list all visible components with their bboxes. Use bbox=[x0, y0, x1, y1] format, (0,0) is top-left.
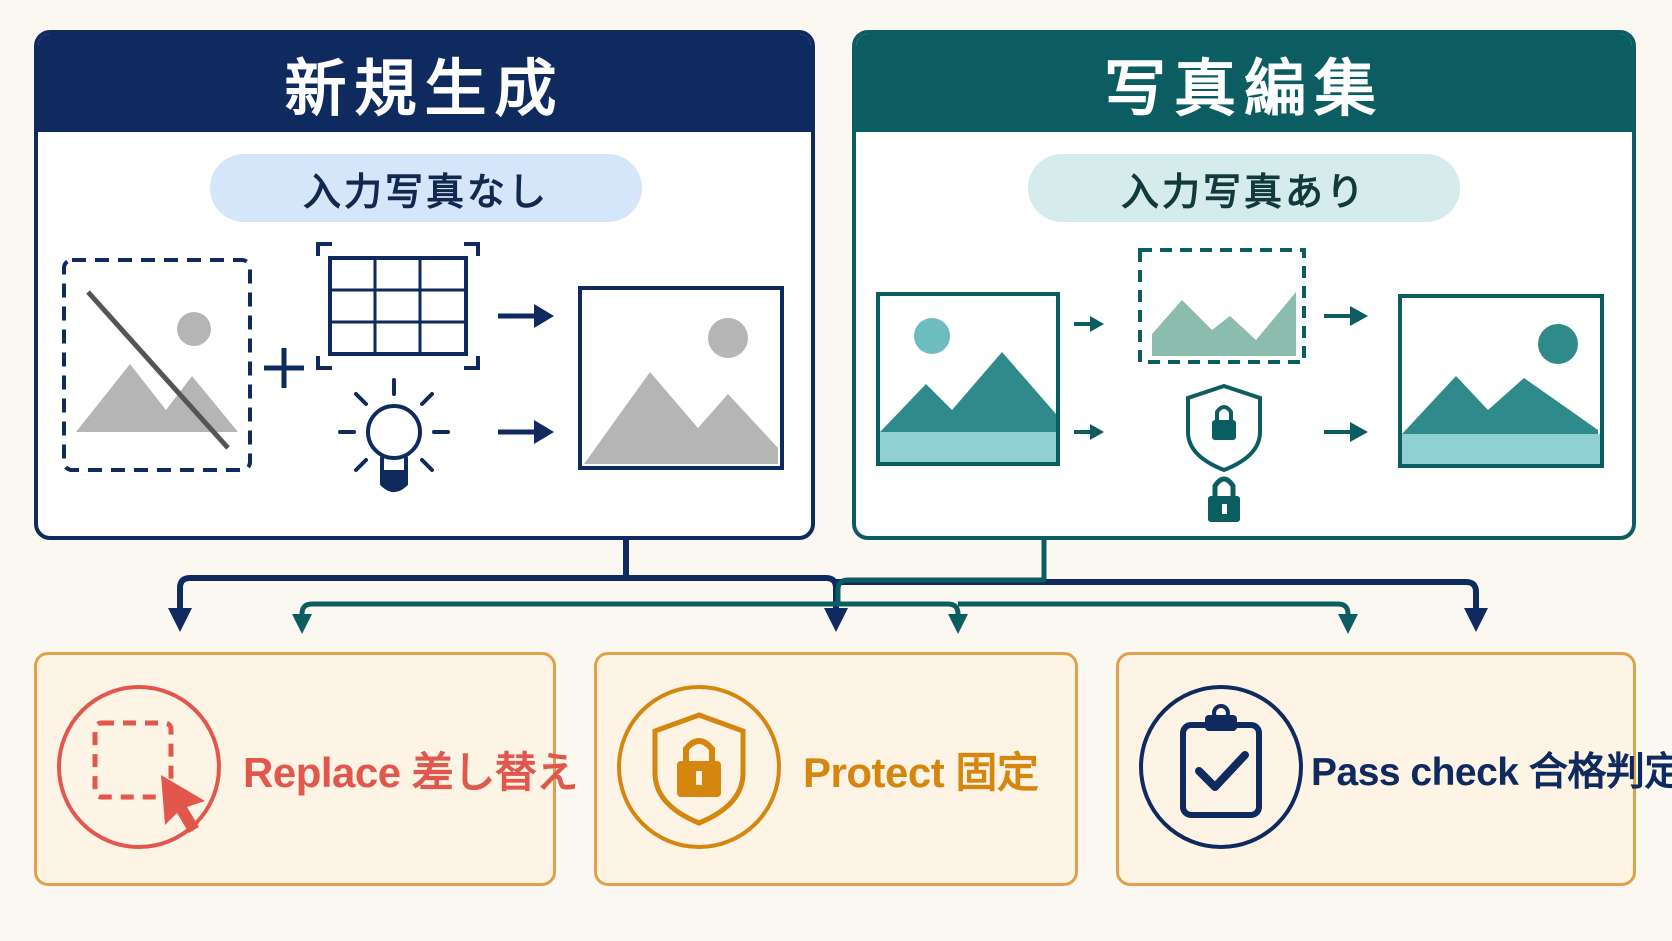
protect-label: Protect 固定 bbox=[803, 748, 1039, 796]
image-input-icon bbox=[876, 292, 1060, 466]
pass-check-label: Pass check 合格判定 bbox=[1311, 751, 1672, 794]
flow-arrows bbox=[498, 304, 554, 444]
no-input-photo-badge: 入力写真なし bbox=[210, 154, 642, 222]
no-image-icon bbox=[62, 258, 252, 472]
new-generation-panel: 新規生成 入力写真なし bbox=[34, 30, 815, 540]
photo-edit-title: 写真編集 bbox=[856, 34, 1632, 132]
input-arrows bbox=[1074, 316, 1104, 440]
teal-connectors bbox=[292, 540, 1358, 634]
grid-icon bbox=[316, 242, 480, 370]
clipboard-check-icon bbox=[1139, 685, 1303, 849]
replace-card: Replace 差し替え bbox=[34, 652, 578, 886]
shield-lock-icon bbox=[1186, 383, 1262, 473]
has-input-photo-badge: 入力写真あり bbox=[1028, 154, 1460, 222]
image-output-icon bbox=[1398, 294, 1604, 468]
protect-card: Protect 固定 bbox=[594, 652, 1078, 886]
image-output-icon bbox=[578, 286, 784, 470]
pass-check-card: Pass check 合格判定 bbox=[1116, 652, 1672, 886]
replace-selection-icon bbox=[57, 685, 221, 849]
replace-label: Replace 差し替え bbox=[243, 748, 578, 796]
plus-icon bbox=[264, 348, 304, 388]
photo-edit-panel: 写真編集 入力写真あり bbox=[852, 30, 1636, 540]
protect-shield-lock-icon bbox=[617, 685, 781, 849]
masked-image-icon bbox=[1138, 248, 1306, 364]
photo-edit-illustration bbox=[876, 248, 1604, 522]
new-generation-title: 新規生成 bbox=[38, 34, 811, 132]
output-arrows bbox=[1324, 306, 1368, 442]
lock-icon bbox=[1208, 476, 1240, 522]
new-generation-illustration bbox=[62, 242, 784, 492]
navy-connectors bbox=[168, 540, 1488, 632]
lightbulb-icon bbox=[338, 378, 450, 492]
